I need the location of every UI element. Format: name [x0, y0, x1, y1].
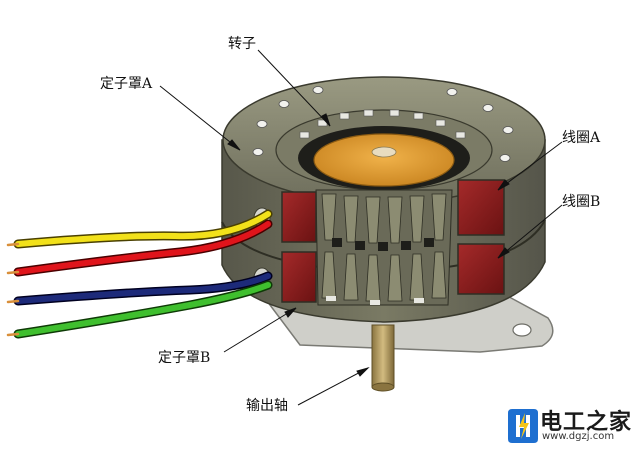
- leader-coil-a: [497, 141, 563, 191]
- leader-rotor: [257, 49, 331, 127]
- wire-navy: [15, 273, 271, 304]
- cutaway-teeth: [315, 189, 453, 306]
- watermark-logo: [508, 409, 538, 443]
- label-stator-cap-a: 定子罩A: [100, 76, 153, 92]
- watermark-name: 电工之家: [540, 410, 633, 435]
- label-coil-b: 线圈B: [562, 194, 601, 210]
- coil-b-left: [281, 251, 317, 303]
- wire-red: [15, 221, 271, 275]
- lightning-h-logo-icon: [508, 409, 538, 443]
- leader-stator-cap-a: [159, 85, 241, 151]
- coil-a-right: [457, 179, 505, 236]
- wire-yellow: [15, 211, 271, 247]
- label-stator-cap-b: 定子罩B: [158, 350, 211, 366]
- coil-b-right: [457, 243, 505, 295]
- label-output-shaft: 输出轴: [246, 398, 288, 414]
- leader-output-shaft: [297, 367, 369, 406]
- output-shaft: [371, 324, 395, 392]
- coil-windows: [281, 179, 505, 303]
- rotor-disc: [313, 133, 455, 187]
- leader-coil-b: [497, 204, 563, 259]
- watermark-url: www.dgzj.com: [542, 431, 615, 442]
- coil-a-left: [281, 191, 317, 243]
- label-rotor: 转子: [228, 36, 256, 52]
- leader-stator-cap-b: [223, 307, 297, 353]
- top-face-holes: [252, 86, 514, 162]
- wire-green: [15, 282, 271, 337]
- lead-wires: [6, 209, 273, 339]
- label-coil-a: 线圈A: [562, 130, 601, 146]
- inner-stator-ring: [275, 109, 493, 191]
- leader-lines: [159, 49, 563, 406]
